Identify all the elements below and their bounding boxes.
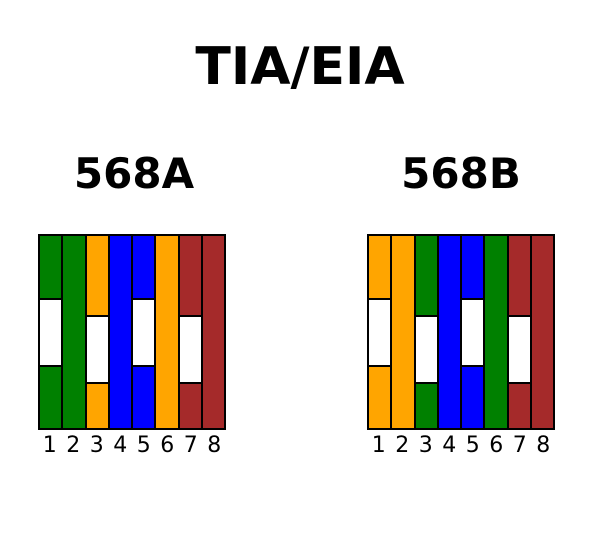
pin-number-2: 2 [66,433,81,458]
pin-number-4: 4 [113,433,128,458]
connector-568b [367,234,555,430]
pin-number-3: 3 [89,433,104,458]
white-stripe [133,298,155,367]
standard-label-568a: 568A [73,149,195,198]
pin-number-1: 1 [371,433,386,458]
page-title: TIA/EIA [195,37,405,97]
pin-number-2: 2 [395,433,410,458]
wire-568a-pin-7 [179,236,203,428]
wire-568b-pin-8 [531,236,553,428]
white-stripe [462,298,484,367]
pin-number-7: 7 [512,433,527,458]
pin-number-6: 6 [489,433,504,458]
wire-568a-pin-5 [133,236,157,428]
pin-number-7: 7 [183,433,198,458]
wire-568b-pin-6 [485,236,509,428]
white-stripe [86,315,108,384]
standard-label-568b: 568B [401,149,521,198]
pin-number-4: 4 [442,433,457,458]
wire-568a-pin-8 [202,236,224,428]
wire-568a-pin-6 [156,236,180,428]
wire-568b-pin-5 [462,236,486,428]
white-stripe [40,298,62,367]
pin-number-5: 5 [136,433,151,458]
white-stripe [508,315,530,384]
pin-number-8: 8 [536,433,551,458]
wire-568b-pin-1 [369,236,393,428]
pin-number-6: 6 [160,433,175,458]
pin-number-1: 1 [42,433,57,458]
white-stripe [415,315,437,384]
connector-568a [38,234,226,430]
wire-568b-pin-2 [392,236,416,428]
white-stripe [369,298,391,367]
wire-568b-pin-4 [438,236,462,428]
wire-568b-pin-3 [415,236,439,428]
wire-568b-pin-7 [508,236,532,428]
pin-number-3: 3 [418,433,433,458]
white-stripe [179,315,201,384]
wire-568a-pin-4 [109,236,133,428]
pin-number-8: 8 [207,433,222,458]
pin-number-5: 5 [465,433,480,458]
wire-568a-pin-3 [86,236,110,428]
wire-568a-pin-1 [40,236,64,428]
wire-568a-pin-2 [63,236,87,428]
